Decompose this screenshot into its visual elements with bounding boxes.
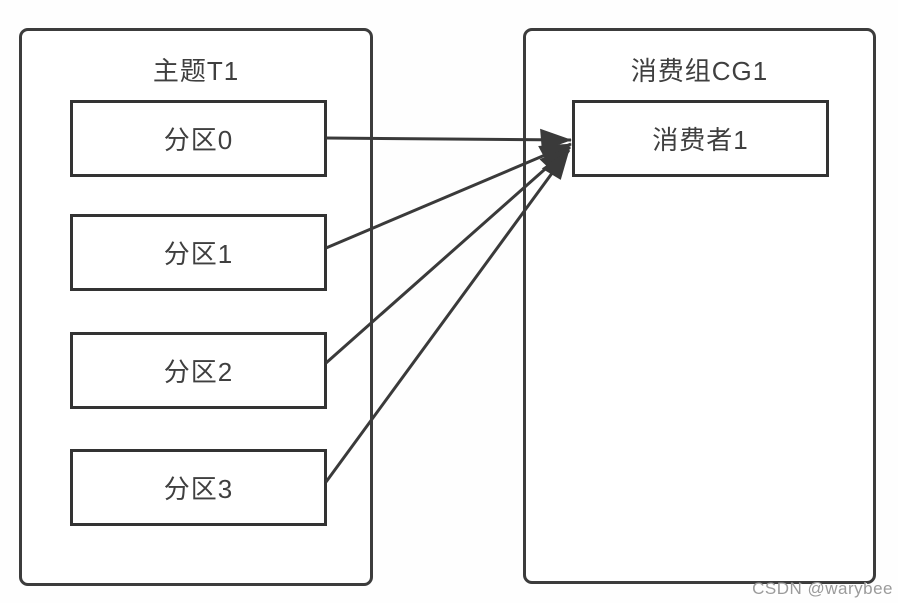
partition-1-box: 分区1 xyxy=(70,214,327,291)
partition-3-label: 分区3 xyxy=(163,474,234,504)
partition-2-label: 分区2 xyxy=(163,357,234,387)
watermark: CSDN @warybee xyxy=(752,579,893,598)
consumer-box: 消费者1 xyxy=(572,100,829,177)
partition-3-box: 分区3 xyxy=(70,449,327,526)
partition-0-label: 分区0 xyxy=(163,125,234,155)
topic-title: 主题T1 xyxy=(152,56,240,86)
partition-0-box: 分区0 xyxy=(70,100,327,177)
topic-container: 主题T1 分区0 分区1 分区2 分区3 xyxy=(19,28,373,586)
consumer-group-title: 消费组CG1 xyxy=(630,56,769,86)
partition-1-label: 分区1 xyxy=(163,239,234,269)
consumer-group-container: 消费组CG1 消费者1 xyxy=(523,28,876,584)
partition-2-box: 分区2 xyxy=(70,332,327,409)
consumer-label: 消费者1 xyxy=(652,125,749,155)
